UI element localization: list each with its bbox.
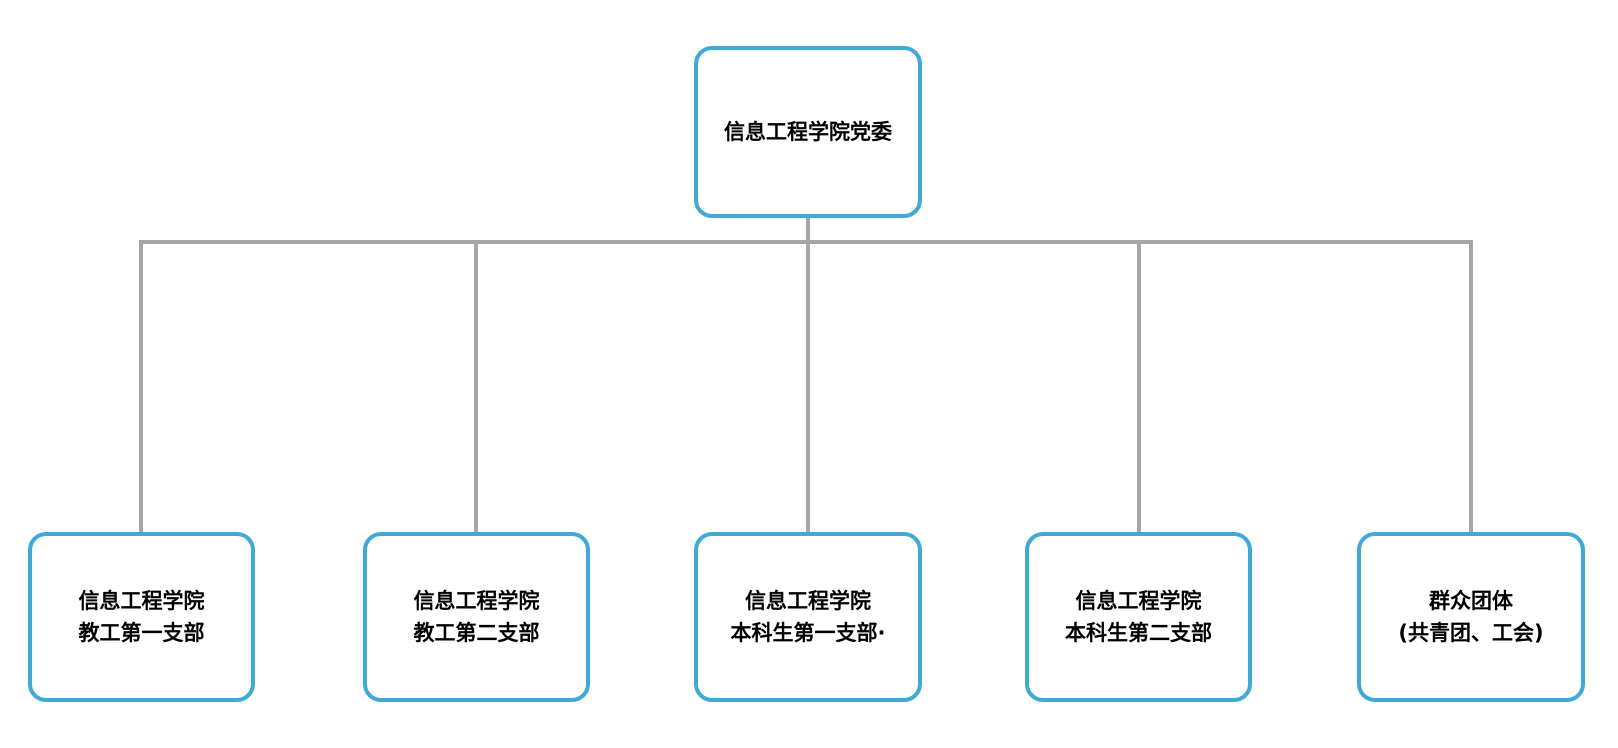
child-node-line1: 信息工程学院 — [744, 589, 871, 613]
child-node-line2: 本科生第一支部· — [730, 621, 886, 645]
child-node-text: 信息工程学院 教工第一支部 — [79, 585, 205, 649]
child-node-undergrad-branch-1: 信息工程学院 本科生第一支部· — [694, 532, 922, 702]
child-node-line1: 信息工程学院 — [78, 589, 205, 613]
child-node-line2: 本科生第二支部 — [1065, 621, 1212, 645]
child-node-line2: 教工第一支部 — [78, 621, 205, 645]
child-node-mass-organizations: 群众团体 (共青团、工会) — [1357, 532, 1585, 702]
root-node-party-committee: 信息工程学院党委 — [694, 46, 922, 218]
root-node-label: 信息工程学院党委 — [724, 120, 892, 144]
child-node-staff-branch-1: 信息工程学院 教工第一支部 — [28, 532, 255, 702]
child-node-line1: 群众团体 — [1428, 589, 1513, 613]
child-node-line1: 信息工程学院 — [1075, 589, 1202, 613]
child-node-line1: 信息工程学院 — [413, 589, 540, 613]
child-node-text: 群众团体 (共青团、工会) — [1398, 585, 1543, 649]
child-node-undergrad-branch-2: 信息工程学院 本科生第二支部 — [1025, 532, 1252, 702]
child-node-text: 信息工程学院 本科生第二支部 — [1065, 585, 1212, 649]
child-node-line2: 教工第二支部 — [413, 621, 540, 645]
child-node-text: 信息工程学院 教工第二支部 — [414, 585, 540, 649]
child-node-line2: (共青团、工会) — [1398, 621, 1544, 645]
root-node-text: 信息工程学院党委 — [724, 116, 892, 148]
child-node-staff-branch-2: 信息工程学院 教工第二支部 — [363, 532, 590, 702]
child-node-text: 信息工程学院 本科生第一支部· — [731, 585, 886, 649]
